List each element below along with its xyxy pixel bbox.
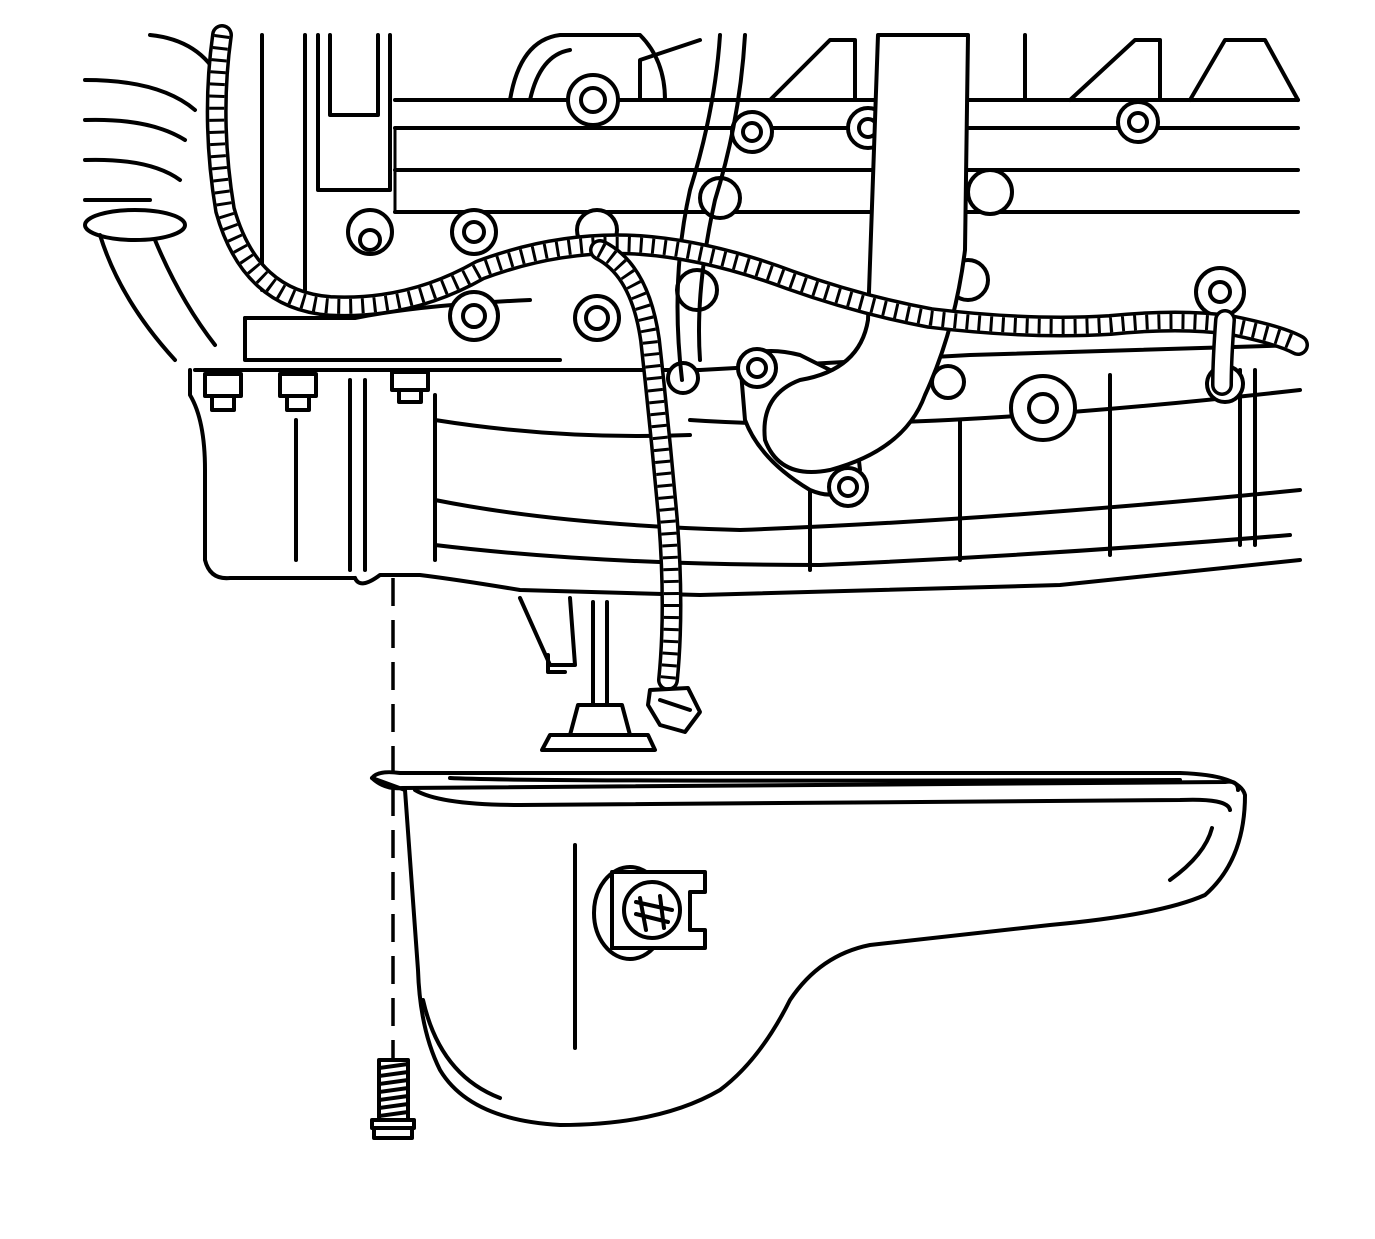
oil-pan-drain-plug: [592, 865, 707, 961]
oil-pan-bolt: [370, 1058, 416, 1140]
wiring-harness: [205, 24, 1309, 734]
oil-pan: [370, 770, 1247, 1127]
coolant-pipe: [675, 33, 970, 474]
oil-pump-pickup: [518, 596, 657, 752]
